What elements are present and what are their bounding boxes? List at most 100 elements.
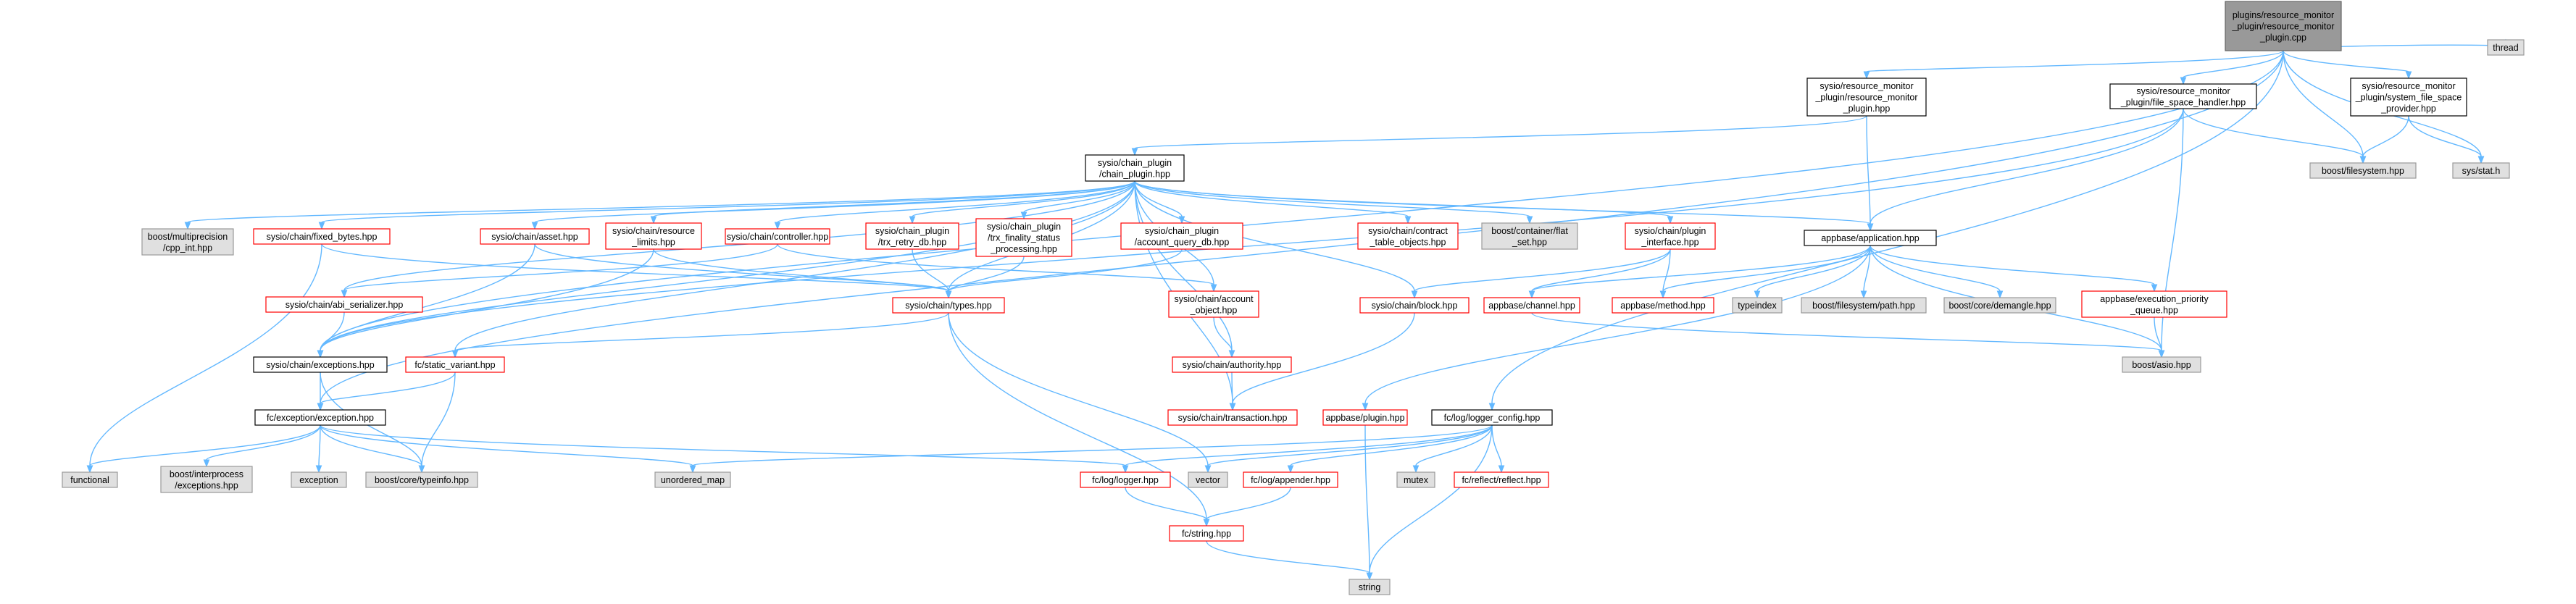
dependency-edge: [945, 256, 1025, 299]
dependency-edge: [945, 248, 1183, 299]
node-label: boost/core/demangle.hpp: [1948, 301, 2051, 311]
node-flat-set[interactable]: boost/container/flat_set.hpp: [1481, 222, 1578, 250]
node-label: sysio/chain/controller.hpp: [727, 232, 828, 242]
dependency-edge: [1134, 180, 1235, 358]
dependency-edge: [2183, 108, 2367, 164]
node-boost-fs[interactable]: boost/filesystem.hpp: [2309, 162, 2417, 179]
dependency-edge: [1870, 245, 2004, 299]
node-label: sysio/chain/contract: [1368, 226, 1448, 236]
node-label: fc/reflect/reflect.hpp: [1462, 475, 1541, 485]
node-rm-plugin[interactable]: sysio/resource_monitor_plugin/resource_m…: [1806, 77, 1927, 117]
node-plugin-interface[interactable]: sysio/chain/plugin_interface.hpp: [1625, 222, 1716, 250]
node-fixed-bytes[interactable]: sysio/chain/fixed_bytes.hpp: [253, 228, 391, 245]
node-contract-table[interactable]: sysio/chain/contract_table_objects.hpp: [1357, 222, 1459, 250]
node-transaction[interactable]: sysio/chain/transaction.hpp: [1167, 409, 1298, 426]
node-box: [1167, 409, 1298, 426]
node-label: fc/string.hpp: [1182, 529, 1231, 539]
node-channel[interactable]: appbase/channel.hpp: [1483, 297, 1580, 314]
node-fc-logger[interactable]: fc/log/logger.hpp: [1080, 471, 1171, 488]
node-fc-reflect[interactable]: fc/reflect/reflect.hpp: [1454, 471, 1549, 488]
node-abi-serializer[interactable]: sysio/chain/abi_serializer.hpp: [265, 296, 423, 313]
node-static-variant[interactable]: fc/static_variant.hpp: [405, 356, 505, 373]
node-asset[interactable]: sysio/chain/asset.hpp: [480, 228, 590, 245]
node-label: sysio/chain/account: [1174, 294, 1254, 304]
dependency-edge: [650, 180, 1135, 225]
node-controller[interactable]: sysio/chain/controller.hpp: [725, 228, 830, 245]
node-box: [1322, 409, 1408, 426]
node-vector[interactable]: vector: [1188, 471, 1228, 488]
dependency-edge: [317, 311, 345, 358]
dependency-edge: [2283, 50, 2412, 80]
node-box: [1625, 222, 1716, 250]
node-label: exception: [299, 475, 338, 485]
node-box: [725, 228, 830, 245]
node-box: [1801, 297, 1927, 314]
node-box: [253, 228, 391, 245]
node-fc-appender[interactable]: fc/log/appender.hpp: [1243, 471, 1338, 488]
node-label: appbase/plugin.hpp: [1325, 413, 1404, 423]
node-multiprecision[interactable]: boost/multiprecision/cpp_int.hpp: [141, 228, 234, 256]
node-box: [291, 471, 347, 488]
dependency-edge: [341, 243, 778, 298]
node-interprocess[interactable]: boost/interprocess/exceptions.hpp: [160, 466, 253, 493]
node-sys-fs-provider[interactable]: sysio/resource_monitor_plugin/system_fil…: [2350, 77, 2467, 117]
node-chain-plugin[interactable]: sysio/chain_plugin/chain_plugin.hpp: [1085, 154, 1185, 182]
node-box: [141, 228, 234, 256]
node-box: [1612, 297, 1714, 314]
node-unordered-map[interactable]: unordered_map: [654, 471, 731, 488]
node-exception-std[interactable]: exception: [291, 471, 347, 488]
node-label: sysio/chain_plugin: [1098, 158, 1172, 168]
node-label: sys/stat.h: [2462, 166, 2501, 176]
node-trx-finality[interactable]: sysio/chain_plugin/trx_finality_status_p…: [975, 218, 1072, 257]
node-exec-queue[interactable]: appbase/execution_priority_queue.hpp: [2081, 290, 2227, 318]
node-method[interactable]: appbase/method.hpp: [1612, 297, 1714, 314]
dependency-edge: [774, 180, 1135, 230]
node-trx-retry[interactable]: sysio/chain_plugin/trx_retry_db.hpp: [865, 222, 959, 250]
node-thread[interactable]: thread: [2487, 39, 2525, 56]
node-functional[interactable]: functional: [62, 471, 118, 488]
node-fc-exception[interactable]: fc/exception/exception.hpp: [254, 409, 386, 426]
dependency-edge: [320, 424, 425, 474]
node-box: [1357, 222, 1459, 250]
node-label: functional: [70, 475, 109, 485]
node-root[interactable]: plugins/resource_monitor_plugin/resource…: [2225, 1, 2342, 51]
dependency-edge: [2408, 115, 2485, 164]
node-label: typeindex: [1738, 301, 1777, 311]
node-mutex[interactable]: mutex: [1396, 471, 1435, 488]
node-string[interactable]: string: [1349, 579, 1391, 595]
node-types[interactable]: sysio/chain/types.hpp: [892, 297, 1005, 314]
node-resource-limits[interactable]: sysio/chain/resource_limits.hpp: [605, 222, 702, 250]
node-label: _object.hpp: [1190, 305, 1238, 315]
dependency-edge: [451, 312, 949, 358]
dependency-edge: [1134, 180, 1412, 225]
node-label: sysio/resource_monitor: [2362, 81, 2455, 91]
node-fc-string[interactable]: fc/string.hpp: [1169, 525, 1244, 542]
node-label: _plugin/resource_monitor: [2231, 22, 2334, 32]
node-typeindex[interactable]: typeindex: [1732, 297, 1783, 314]
node-authority[interactable]: sysio/chain/authority.hpp: [1172, 356, 1292, 373]
node-asio[interactable]: boost/asio.hpp: [2122, 356, 2201, 373]
node-application[interactable]: appbase/application.hpp: [1804, 230, 1937, 246]
dependency-edge: [1754, 245, 1871, 299]
node-block[interactable]: sysio/chain/block.hpp: [1359, 297, 1470, 314]
node-exceptions[interactable]: sysio/chain/exceptions.hpp: [253, 356, 388, 373]
node-label: unordered_map: [661, 475, 725, 485]
node-account-query[interactable]: sysio/chain_plugin/account_query_db.hpp: [1120, 222, 1243, 250]
node-logger-config[interactable]: fc/log/logger_config.hpp: [1431, 409, 1553, 426]
node-label: fc/static_variant.hpp: [414, 360, 495, 370]
node-appbase-plugin[interactable]: appbase/plugin.hpp: [1322, 409, 1408, 426]
node-demangle[interactable]: boost/core/demangle.hpp: [1943, 297, 2056, 314]
node-box: [480, 228, 590, 245]
node-box: [1396, 471, 1435, 488]
node-typeinfo[interactable]: boost/core/typeinfo.hpp: [365, 471, 478, 488]
node-sys-stat[interactable]: sys/stat.h: [2452, 162, 2510, 179]
node-account-object[interactable]: sysio/chain/account_object.hpp: [1168, 290, 1259, 318]
node-box: [1454, 471, 1549, 488]
node-box: [62, 471, 118, 488]
node-fs-handler[interactable]: sysio/resource_monitor_plugin/file_space…: [2109, 83, 2257, 109]
node-label: boost/asio.hpp: [2132, 360, 2191, 370]
node-label: sysio/chain/block.hpp: [1372, 301, 1458, 311]
node-label: _provider.hpp: [2380, 104, 2436, 114]
node-label: appbase/method.hpp: [1620, 301, 1706, 311]
node-fs-path[interactable]: boost/filesystem/path.hpp: [1801, 297, 1927, 314]
